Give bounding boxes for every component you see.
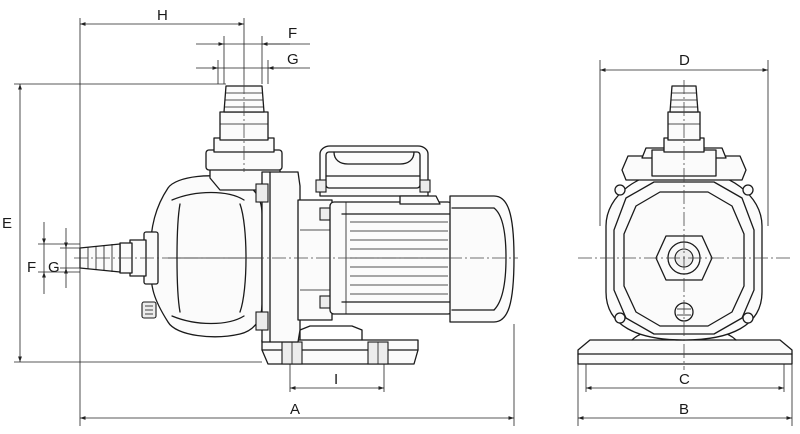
label-C: C [679,371,690,388]
label-B: B [679,401,689,418]
front-view [577,80,793,370]
dimension-labels: A B C D E F G F G H I [2,7,690,418]
front-discharge-barb [621,85,747,181]
label-F-left: F [27,259,36,276]
motor-flange [255,171,333,343]
dimension-lines [14,18,793,426]
label-H: H [157,7,168,24]
label-A: A [290,401,300,418]
label-F-top: F [288,25,297,42]
side-view [74,80,518,365]
terminal-box [315,145,441,205]
label-G-top: G [287,51,299,68]
label-E: E [2,215,12,232]
label-D: D [679,52,690,69]
label-I: I [334,371,338,388]
pump-casing [141,175,263,338]
label-G-left: G [48,259,60,276]
fan-cover [449,195,515,323]
side-base-foot [261,325,419,365]
